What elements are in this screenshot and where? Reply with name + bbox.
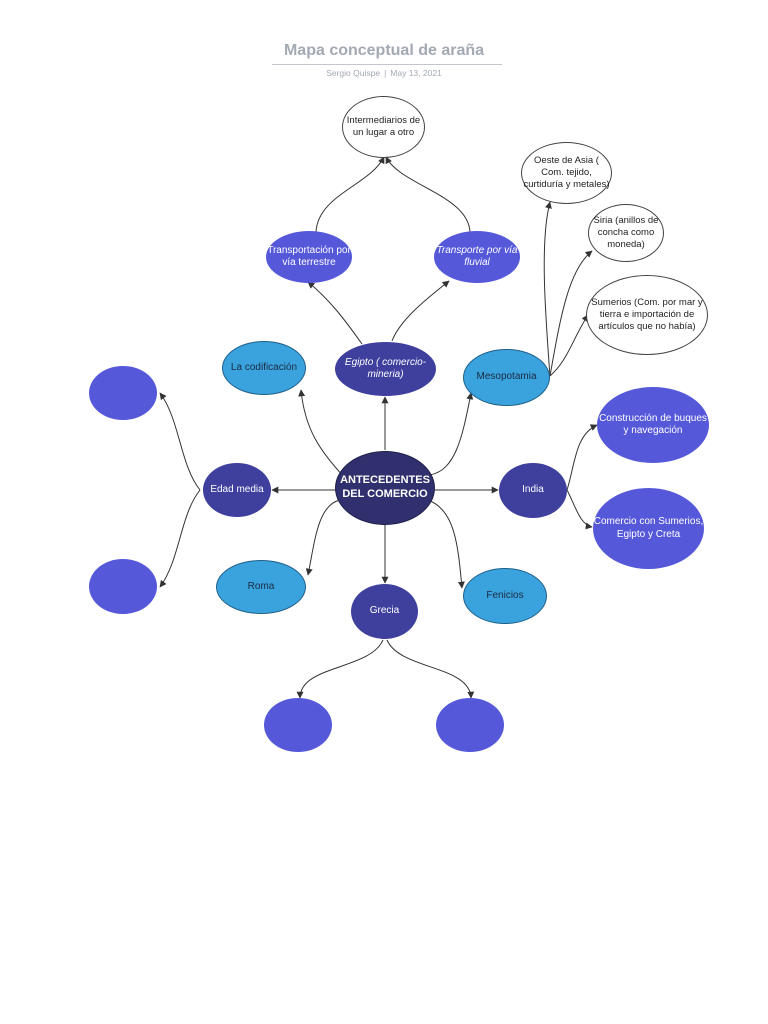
node-roma[interactable]: Roma	[216, 560, 306, 614]
connector-egipto-fluvial	[391, 280, 450, 342]
connector-egipto-terrestre	[307, 281, 363, 345]
node-siria[interactable]: Siria (anillos de concha como moneda)	[588, 204, 664, 262]
connector-center-fenicios	[427, 499, 465, 589]
meta-separator: |	[384, 68, 387, 78]
node-edad-media[interactable]: Edad media	[203, 463, 271, 517]
node-construccion-buques[interactable]: Construcción de buques y navegación	[597, 387, 709, 463]
node-edad-media-bottom-empty[interactable]	[89, 559, 157, 614]
connector-india-comercio	[566, 489, 593, 530]
node-mesopotamia[interactable]: Mesopotamia	[463, 349, 550, 406]
node-grecia[interactable]: Grecia	[351, 584, 418, 639]
connector-mesopotamia-sumerios	[549, 314, 589, 377]
connector-edadmedia-bottom	[159, 489, 201, 588]
document-date: May 13, 2021	[390, 68, 442, 78]
node-transporte-terrestre[interactable]: Transportación por vía terrestre	[266, 231, 352, 283]
connector-center-codificacion	[298, 389, 344, 477]
connector-india-construccion	[566, 424, 598, 491]
title-divider	[272, 64, 502, 65]
connector-edadmedia-top	[159, 392, 201, 491]
node-la-codificacion[interactable]: La codificación	[222, 341, 306, 395]
connector-grecia-left	[296, 639, 384, 699]
connector-mesopotamia-oeste	[543, 201, 552, 377]
node-india[interactable]: India	[499, 463, 567, 518]
connector-terrestre-intermediarios	[315, 156, 385, 233]
connector-grecia-right	[386, 639, 475, 699]
node-egipto[interactable]: Egipto ( comercio-mineria)	[335, 342, 436, 396]
connector-center-mesopotamia	[429, 392, 474, 476]
node-edad-media-top-empty[interactable]	[89, 366, 157, 420]
node-antecedentes-del-comercio[interactable]: ANTECEDENTES DEL COMERCIO	[335, 451, 435, 525]
node-sumerios[interactable]: Sumerios (Com. por mar y tierra e import…	[586, 275, 708, 355]
node-transporte-fluvial[interactable]: Transporte por vía fluvial	[434, 231, 520, 283]
author-name: Sergio Quispe	[326, 68, 381, 78]
node-comercio-con-sumerios[interactable]: Comercio con Sumerios, Egipto y Creta	[593, 488, 704, 569]
document-meta: Sergio Quispe|May 13, 2021	[0, 68, 768, 78]
page-title: Mapa conceptual de araña	[283, 42, 485, 59]
connector-mesopotamia-siria	[549, 250, 593, 377]
node-oeste-de-asia[interactable]: Oeste de Asia ( Com. tejido, curtiduría …	[521, 142, 612, 204]
node-fenicios[interactable]: Fenicios	[463, 568, 547, 624]
connector-fluvial-intermediarios	[385, 156, 471, 233]
node-grecia-left-empty[interactable]	[264, 698, 332, 752]
connector-center-roma	[305, 499, 341, 576]
node-grecia-right-empty[interactable]	[436, 698, 504, 752]
node-intermediarios[interactable]: Intermediarios de un lugar a otro	[342, 96, 425, 158]
